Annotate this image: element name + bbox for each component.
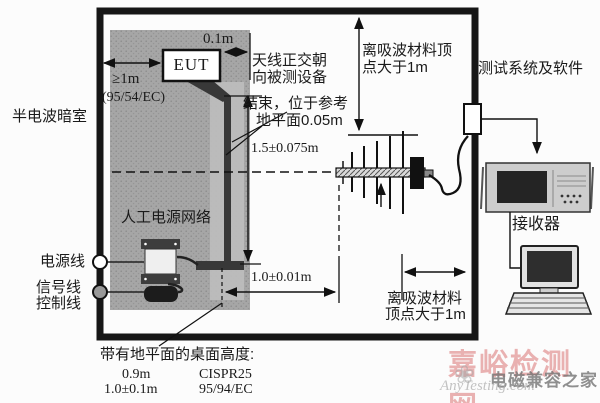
power-port-icon xyxy=(92,254,108,270)
dim-harness-length-label: 1.5±0.075m xyxy=(251,141,319,156)
antenna-note-line2: 向被测设备 xyxy=(252,69,328,86)
absorber-top-label-line1: 离吸波材料顶 xyxy=(362,42,453,59)
signal-box xyxy=(144,286,178,302)
table-note-height2: 1.0±0.1m xyxy=(104,382,158,397)
lisn-to-signalbox-cable xyxy=(167,282,184,294)
power-line-label: 电源线 xyxy=(40,253,86,270)
chamber-label: 半电波暗室 xyxy=(12,108,88,125)
absorber-right-label-line1: 离吸波材料 xyxy=(387,290,463,307)
lisn-body xyxy=(144,248,177,275)
chamber-wall xyxy=(96,7,479,341)
eut-label: EUT xyxy=(173,55,210,74)
watermark-site: 嘉峪检测网 xyxy=(448,349,573,403)
receiver-handle xyxy=(590,166,594,210)
signal-port-icon xyxy=(92,284,108,300)
computer-keyboard xyxy=(504,292,593,315)
control-line-label: 控制线 xyxy=(36,295,82,312)
dim-antenna-distance-label: 1.0±0.01m xyxy=(251,270,312,285)
dim-eut-edge-label: 0.1m xyxy=(203,31,234,47)
receiver-to-computer-line xyxy=(509,212,521,269)
lisn-bottom-flange xyxy=(141,274,180,284)
coax-cable xyxy=(428,135,469,196)
absorber-right-label-line2: 顶点大于1m xyxy=(385,306,466,323)
antenna-connector xyxy=(423,169,434,178)
leader-table-note xyxy=(158,302,223,347)
receiver-label: 接收器 xyxy=(512,216,561,233)
receiver-button-icon xyxy=(560,194,564,198)
receiver-button-icon xyxy=(566,194,570,198)
feedthrough-panel xyxy=(463,103,482,135)
receiver-button-icon xyxy=(563,200,567,204)
receiver-button-icon xyxy=(575,200,579,204)
lisn-screw-icon xyxy=(144,242,147,246)
dim-left-clearance-label: ≥1m xyxy=(112,71,140,87)
eut-box xyxy=(161,48,222,83)
receiver-button-icon xyxy=(569,200,573,204)
receiver-button-icon xyxy=(572,194,576,198)
lisn-screw-icon xyxy=(174,242,177,246)
antenna-balun xyxy=(410,157,424,189)
antenna-note-line1: 天线正交朝 xyxy=(252,52,328,69)
dim-directive-label: (95/54/EC) xyxy=(102,90,165,105)
wiring-harness-vertical xyxy=(224,96,231,264)
lisn-to-harness-cable xyxy=(176,255,199,266)
receiver-handle xyxy=(480,166,484,210)
feedthrough-to-receiver-line xyxy=(481,118,542,155)
test-system-label: 测试系统及软件 xyxy=(478,60,584,77)
table-note-title: 带有地平面的桌面高度: xyxy=(100,346,255,363)
watermark-brand: 电磁兼容之家 xyxy=(490,371,598,390)
monitor-screen xyxy=(527,251,572,282)
harness-end-note-line1: 结束，位于参考 xyxy=(243,95,349,112)
lisn-top-flange xyxy=(141,239,180,249)
harness-end-note-line2: 地平面0.05m xyxy=(256,112,343,129)
receiver-screen xyxy=(497,171,547,203)
watermark-logo-icon: ❀ xyxy=(454,361,475,389)
table-note-std2: 95/94/EC xyxy=(199,382,253,397)
lisn-screw-icon xyxy=(144,277,147,281)
table-note-height1: 0.9m xyxy=(122,367,151,382)
table-note-std1: CISPR25 xyxy=(199,367,252,382)
lisn-screw-icon xyxy=(174,277,177,281)
receiver-button-icon xyxy=(578,194,582,198)
signal-line-label: 信号线 xyxy=(36,279,82,296)
absorber-top-label-line2: 点大于1m xyxy=(362,59,428,76)
leader-harness-end-2 xyxy=(231,111,288,143)
lisn-label: 人工电源网络 xyxy=(121,209,212,226)
watermark-domain: AnyTesting.com xyxy=(440,378,535,394)
harness-wedge xyxy=(186,81,231,102)
leader-harness-end xyxy=(225,125,263,156)
wiring-harness-horizontal xyxy=(196,261,244,270)
